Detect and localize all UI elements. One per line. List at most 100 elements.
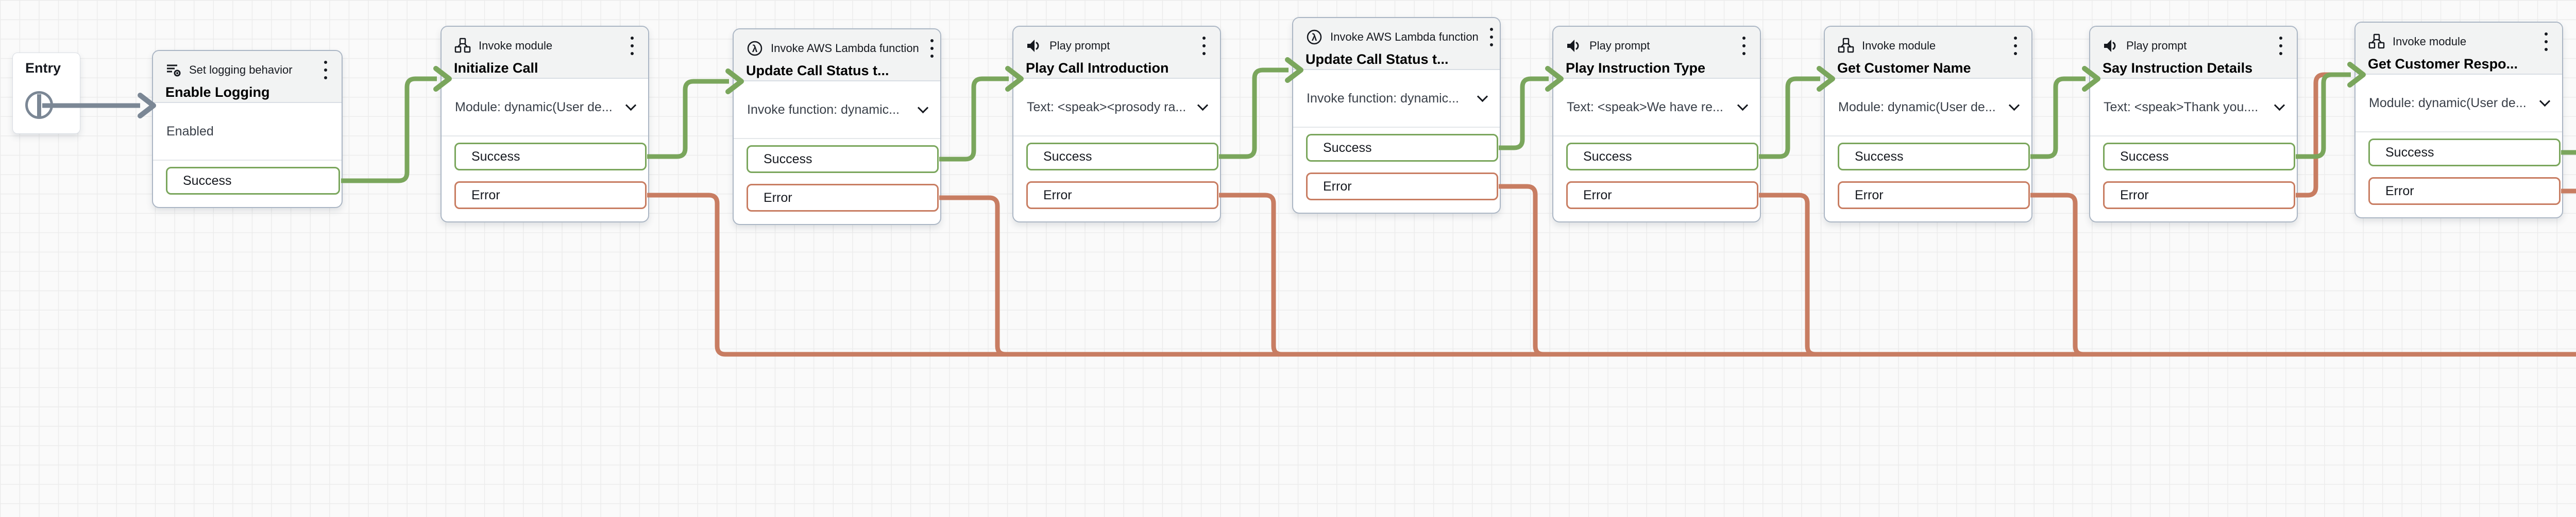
node-type-label: Invoke AWS Lambda function [1330, 30, 1479, 43]
param-dropdown[interactable]: Invoke function: dynamic... [1293, 70, 1500, 128]
node-get-customer-response[interactable]: Invoke module Get Customer Respo... Modu… [2354, 22, 2563, 218]
node-title: Update Call Status t... [746, 63, 889, 78]
port-error[interactable]: Error [1838, 181, 2030, 209]
kebab-menu-icon[interactable] [2010, 35, 2021, 57]
connector-success-say-instruction-details-to-get-customer-response [2296, 72, 2351, 159]
port-success-label: Success [471, 149, 520, 164]
kebab-menu-icon[interactable] [1738, 35, 1750, 57]
svg-text:λ: λ [1312, 32, 1317, 43]
port-success-label: Success [2120, 149, 2169, 164]
param-dropdown[interactable]: Invoke function: dynamic... [734, 81, 940, 139]
connector-error-update-call-status-2 [1499, 184, 1544, 357]
node-say-instruction-details[interactable]: Play prompt Say Instruction Details Text… [2089, 26, 2298, 222]
port-success-label: Success [1323, 140, 1372, 155]
port-error[interactable]: Error [1306, 173, 1498, 200]
kebab-menu-icon[interactable] [2540, 30, 2552, 53]
kebab-menu-icon[interactable] [320, 59, 331, 81]
port-error[interactable]: Error [747, 184, 939, 212]
invoke-module-icon [2368, 33, 2385, 50]
port-error-label: Error [1323, 179, 1352, 194]
param-dropdown[interactable]: Text: <speak><prosody ra... [1013, 79, 1220, 136]
connector-error-get-customer-name [2030, 193, 2084, 357]
node-get-customer-name[interactable]: Invoke module Get Customer Name Module: … [1824, 26, 2032, 222]
node-header: λ Invoke AWS Lambda function Update Call… [734, 29, 940, 81]
node-param: Invoke function: dynamic... [747, 102, 900, 117]
chevron-down-icon[interactable] [2539, 95, 2551, 107]
node-header: Play prompt Play Instruction Type [1553, 27, 1760, 79]
port-success[interactable]: Success [1566, 143, 1758, 170]
node-type-label: Set logging behavior [189, 63, 293, 76]
connector-success-play-call-introduction-to-update-call-status-2 [1219, 67, 1289, 159]
connector-error-get-customer-response [2561, 188, 2576, 194]
port-success[interactable]: Success [2103, 143, 2295, 170]
invoke-module-icon [454, 37, 471, 55]
invoke-module-icon [1837, 37, 1855, 55]
node-update-call-status-1[interactable]: λ Invoke AWS Lambda function Update Call… [733, 28, 941, 225]
entry-label: Entry [25, 60, 61, 76]
set-logging-behavior-icon [165, 62, 182, 78]
chevron-down-icon[interactable] [625, 99, 637, 111]
node-title: Enable Logging [165, 84, 270, 100]
port-success[interactable]: Success [1306, 134, 1498, 162]
chevron-down-icon[interactable] [917, 102, 929, 114]
port-error-label: Error [1043, 187, 1072, 202]
entry-node[interactable]: Entry [12, 53, 80, 134]
port-success[interactable]: Success [166, 167, 340, 195]
node-param: Text: <speak><prosody ra... [1027, 99, 1187, 114]
param-dropdown[interactable]: Module: dynamic(User de... [2355, 75, 2562, 132]
port-success[interactable]: Success [1838, 143, 2030, 170]
connector-success-get-customer-response-to-stop-streaming [2561, 150, 2576, 155]
node-enable-logging[interactable]: Set logging behavior Enable Logging Enab… [152, 50, 343, 208]
port-error[interactable]: Error [1026, 181, 1218, 209]
port-error[interactable]: Error [2368, 177, 2561, 205]
node-title: Update Call Status t... [1306, 51, 1449, 67]
node-type-label: Invoke AWS Lambda function [771, 42, 919, 55]
connector-success-play-instruction-type-to-get-customer-name [1759, 76, 1820, 159]
chevron-down-icon[interactable] [1737, 99, 1749, 111]
port-success[interactable]: Success [454, 143, 647, 170]
connector-error-play-instruction-type [1759, 193, 1816, 357]
play-prompt-speaker-icon [2103, 38, 2119, 54]
port-error[interactable]: Error [454, 181, 647, 209]
node-initialize-call[interactable]: Invoke module Initialize Call Module: dy… [440, 26, 649, 222]
kebab-menu-icon[interactable] [2275, 35, 2286, 57]
port-success-label: Success [1855, 149, 1904, 164]
chevron-down-icon[interactable] [1477, 91, 1488, 102]
port-success[interactable]: Success [1026, 143, 1218, 170]
port-success[interactable]: Success [2368, 139, 2561, 166]
port-success-label: Success [2385, 145, 2434, 160]
param-dropdown[interactable]: Module: dynamic(User de... [1825, 79, 2031, 136]
chevron-down-icon[interactable] [1197, 99, 1209, 111]
node-type-label: Play prompt [1049, 39, 1110, 52]
node-play-call-introduction[interactable]: Play prompt Play Call Introduction Text:… [1012, 26, 1221, 222]
node-title: Initialize Call [454, 60, 538, 76]
node-param: Invoke function: dynamic... [1307, 91, 1459, 106]
node-param: Text: <speak>We have re... [1567, 99, 1723, 114]
aws-lambda-icon: λ [1306, 28, 1323, 46]
port-error[interactable]: Error [2103, 181, 2295, 209]
param-dropdown[interactable]: Text: <speak>Thank you.... [2090, 79, 2297, 136]
node-header: Play prompt Play Call Introduction [1013, 27, 1220, 79]
kebab-menu-icon[interactable] [1486, 26, 1497, 48]
node-header: λ Invoke AWS Lambda function Update Call… [1293, 18, 1500, 70]
kebab-menu-icon[interactable] [626, 35, 638, 57]
port-error[interactable]: Error [1566, 181, 1758, 209]
param-dropdown[interactable]: Text: <speak>We have re... [1553, 79, 1760, 136]
chevron-down-icon[interactable] [2274, 99, 2285, 111]
chevron-down-icon[interactable] [2008, 99, 2020, 111]
node-param: Enabled [166, 124, 214, 139]
node-type-label: Play prompt [1589, 39, 1650, 52]
port-error-label: Error [1583, 187, 1612, 202]
node-title: Play Call Introduction [1026, 60, 1169, 76]
node-update-call-status-2[interactable]: λ Invoke AWS Lambda function Update Call… [1292, 17, 1501, 214]
node-header: Play prompt Say Instruction Details [2090, 27, 2297, 79]
param-dropdown[interactable]: Module: dynamic(User de... [442, 79, 648, 136]
svg-text:λ: λ [752, 44, 758, 55]
node-play-instruction-type[interactable]: Play prompt Play Instruction Type Text: … [1552, 26, 1761, 222]
kebab-menu-icon[interactable] [1198, 35, 1210, 57]
port-success-label: Success [1043, 149, 1092, 164]
connector-success-initialize-call-to-update-call-status-1 [647, 79, 729, 159]
port-success[interactable]: Success [747, 145, 939, 173]
kebab-menu-icon[interactable] [926, 37, 938, 60]
